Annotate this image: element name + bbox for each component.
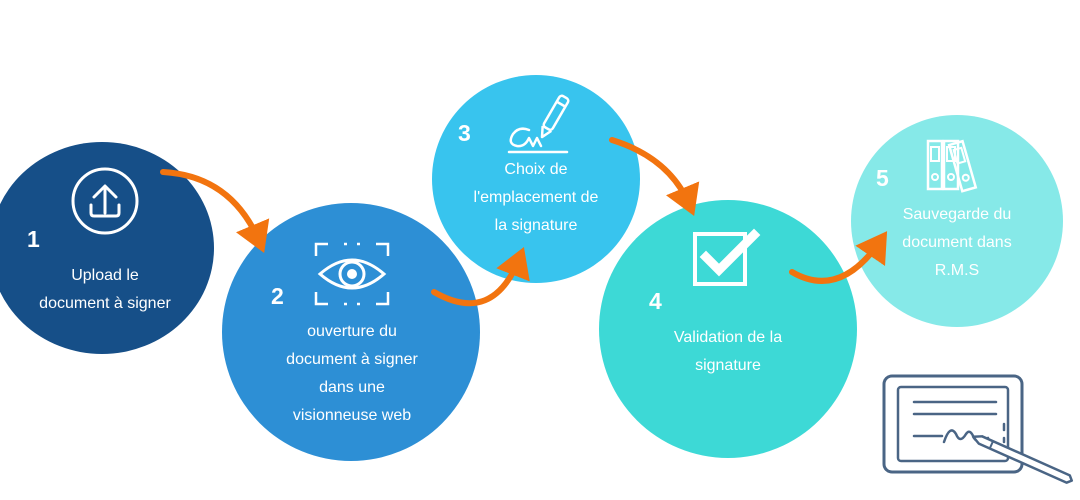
- step-4-line-2: signature: [695, 357, 761, 374]
- step-3-circle: [432, 75, 640, 283]
- step-5-number: 5: [876, 165, 889, 191]
- step-1-label: Upload le document à signer: [0, 262, 215, 318]
- step-2-line-4: visionneuse web: [292, 407, 412, 424]
- step-3-line-2: l'emplacement de: [473, 189, 599, 206]
- step-3-line-3: la signature: [494, 217, 578, 234]
- upload-icon: [71, 167, 139, 235]
- step-1-line-2: document à signer: [39, 295, 171, 312]
- step-4-circle: [599, 200, 857, 458]
- step-2-line-3: dans une: [319, 379, 385, 396]
- arrow-4-to-5: [789, 231, 888, 284]
- step-3-label: Choix de l'emplacement de la signature: [436, 156, 636, 240]
- step-3-line-1: Choix de: [504, 161, 568, 178]
- checkbox-icon: [693, 228, 761, 286]
- arrow-1-to-2: [160, 169, 270, 253]
- step-1-number: 1: [27, 226, 40, 252]
- step-4-number: 4: [649, 288, 662, 314]
- binders-icon: [926, 139, 978, 193]
- step-5-line-3: R.M.S: [934, 262, 980, 279]
- step-2-number: 2: [271, 283, 284, 309]
- step-1-circle: [0, 142, 214, 354]
- arrow-2-to-3: [431, 246, 530, 307]
- step-2-label: ouverture du document à signer dans une …: [252, 318, 452, 430]
- step-5-label: Sauvegarde du document dans R.M.S: [857, 201, 1057, 285]
- eye-scan-icon: [314, 242, 390, 306]
- step-5-line-2: document dans: [902, 234, 1012, 251]
- step-2-line-2: document à signer: [286, 351, 418, 368]
- tablet-signature-icon: [882, 374, 1074, 484]
- step-4-label: Validation de la signature: [628, 324, 828, 380]
- step-3-number: 3: [458, 120, 471, 146]
- arrow-3-to-4: [609, 137, 700, 216]
- step-5-line-1: Sauvegarde du: [902, 206, 1012, 223]
- step-1-line-1: Upload le: [71, 267, 139, 284]
- step-4-line-1: Validation de la: [673, 329, 783, 346]
- pen-signature-icon: [507, 94, 570, 154]
- step-2-line-1: ouverture du: [307, 323, 397, 340]
